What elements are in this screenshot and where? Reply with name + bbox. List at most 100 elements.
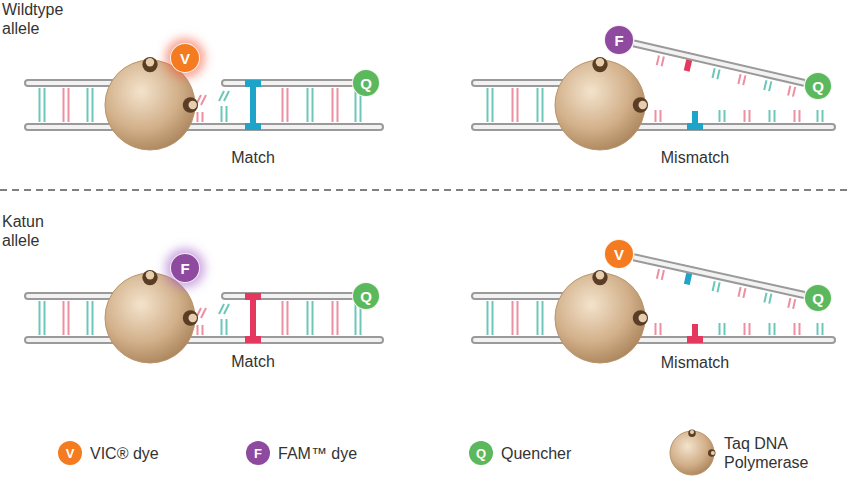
base-pair — [724, 110, 726, 122]
base-pair — [337, 88, 339, 122]
base-pair — [660, 110, 662, 122]
dye-letter: V — [614, 246, 624, 263]
panel-label: Katun allele — [2, 212, 82, 250]
base-pair — [39, 301, 41, 335]
base-pair — [774, 323, 776, 335]
base-pair — [822, 110, 824, 122]
polymerase-notch — [638, 101, 646, 109]
probe-core — [634, 43, 805, 82]
snp-base — [687, 336, 703, 343]
base-pair — [794, 110, 796, 122]
base-pair — [44, 301, 46, 335]
polymerase-notch — [142, 270, 157, 285]
polymerase-notch — [708, 449, 715, 456]
base-pair — [282, 301, 284, 335]
taq-polymerase — [105, 273, 195, 363]
base-pair — [332, 301, 334, 335]
cleaved-base — [219, 304, 224, 314]
base-pair — [221, 319, 223, 335]
base-pair — [226, 106, 228, 122]
base-pair — [517, 301, 519, 335]
legend-letter: F — [254, 446, 262, 461]
legend-swatch: Q — [469, 441, 493, 465]
dye-letter: Q — [812, 290, 824, 307]
cleaved-base — [224, 91, 229, 101]
panel-label: Match — [193, 148, 313, 167]
probe-base — [788, 298, 790, 308]
base-pair — [68, 301, 70, 335]
legend-text: VIC® dye — [90, 444, 210, 463]
dye-letter: Q — [360, 75, 372, 92]
base-pair — [92, 301, 94, 335]
dye-letter: Q — [812, 78, 824, 95]
polymerase-notch — [183, 97, 198, 112]
dye-circle: Q — [804, 72, 832, 100]
probe-base — [717, 282, 719, 292]
snp-base — [687, 123, 703, 130]
taq-polymerase — [555, 60, 645, 150]
probe-base — [769, 81, 771, 91]
base-pair — [719, 110, 721, 122]
base-pair — [68, 88, 70, 122]
probe-base — [788, 86, 790, 96]
probe-base — [764, 80, 766, 90]
cleaved-base — [219, 91, 224, 101]
panel-label: Wildtype allele — [2, 0, 82, 38]
polymerase-notch — [690, 430, 694, 434]
probe-base — [713, 281, 715, 291]
snp-base — [245, 123, 261, 130]
legend-text: Taq DNA Polymerase — [724, 434, 834, 472]
polymerase-notch — [146, 58, 154, 66]
dye-circle: V — [604, 239, 634, 269]
probe-base — [793, 299, 795, 309]
base-pair — [63, 301, 65, 335]
base-pair — [794, 323, 796, 335]
dye-circle: F — [604, 25, 634, 55]
dna-strand — [475, 336, 832, 344]
dye-circle: Q — [352, 282, 380, 310]
polymerase-notch — [688, 430, 695, 437]
base-pair — [660, 323, 662, 335]
legend-text: FAM™ dye — [278, 444, 408, 463]
snp-base — [245, 336, 261, 343]
dye-letter: Q — [360, 288, 372, 305]
base-pair — [537, 88, 539, 122]
base-pair — [332, 88, 334, 122]
polymerase-notch — [183, 310, 198, 325]
base-pair — [719, 323, 721, 335]
probe-base — [743, 75, 745, 85]
base-pair — [87, 88, 89, 122]
probe-base — [793, 87, 795, 97]
separator-line — [0, 189, 849, 191]
probe-strand — [634, 43, 805, 82]
dna-strand-core — [475, 338, 832, 342]
dna-strand-core — [28, 338, 380, 342]
dna-strand — [225, 292, 352, 300]
probe-base — [769, 294, 771, 304]
polymerase-notch — [592, 57, 607, 72]
base-pair — [817, 323, 819, 335]
dna-strand — [28, 336, 380, 344]
base-pair — [307, 301, 309, 335]
dye-circle: Q — [804, 284, 832, 312]
probe-base — [738, 287, 740, 297]
cleaved-base — [201, 95, 206, 105]
base-pair — [226, 319, 228, 335]
probe-base — [738, 74, 740, 84]
probe-outline — [634, 257, 805, 295]
polymerase-notch — [711, 451, 715, 455]
base-pair — [287, 301, 289, 335]
dna-strand-core — [28, 125, 380, 129]
base-pair — [655, 110, 657, 122]
base-pair — [542, 88, 544, 122]
legend-letter: Q — [476, 446, 486, 461]
polymerase-notch — [146, 271, 154, 279]
probe-strand — [634, 257, 805, 295]
legend-letter: V — [66, 446, 75, 461]
snp-base — [250, 297, 256, 339]
base-pair — [221, 106, 223, 122]
polymerase-notch — [142, 57, 157, 72]
base-pair — [822, 323, 824, 335]
